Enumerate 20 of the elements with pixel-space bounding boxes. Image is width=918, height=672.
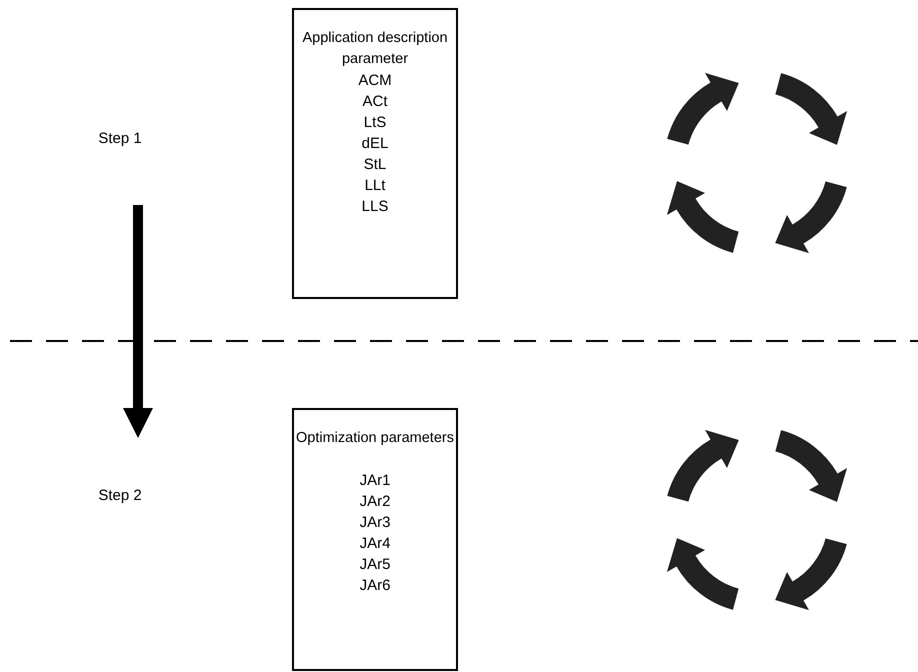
- arrow: [123, 205, 153, 438]
- parameter-code: LLt: [364, 176, 386, 196]
- parameter-code: ACt: [361, 92, 388, 112]
- parameter-code: dEL: [360, 134, 390, 154]
- box-heading: Optimization parameters: [295, 429, 455, 448]
- parameter-code: ACM: [357, 71, 393, 91]
- parameter-code: LLS: [360, 197, 390, 217]
- parameter-code: JAr4: [358, 534, 392, 554]
- step-label: Step 2: [88, 487, 152, 509]
- box-heading: Application description parameter: [301, 29, 449, 69]
- parameter-code: LtS: [362, 113, 388, 133]
- parameter-code: JAr2: [358, 492, 392, 512]
- parameter-box: [292, 8, 458, 299]
- step-label: Step 1: [88, 130, 152, 152]
- parameter-code: JAr3: [358, 513, 392, 533]
- parameter-code: JAr6: [358, 576, 392, 596]
- parameter-code: JAr1: [358, 471, 392, 491]
- parameter-box: [292, 408, 458, 671]
- parameter-code: StL: [362, 155, 388, 175]
- parameter-code: JAr5: [358, 555, 392, 575]
